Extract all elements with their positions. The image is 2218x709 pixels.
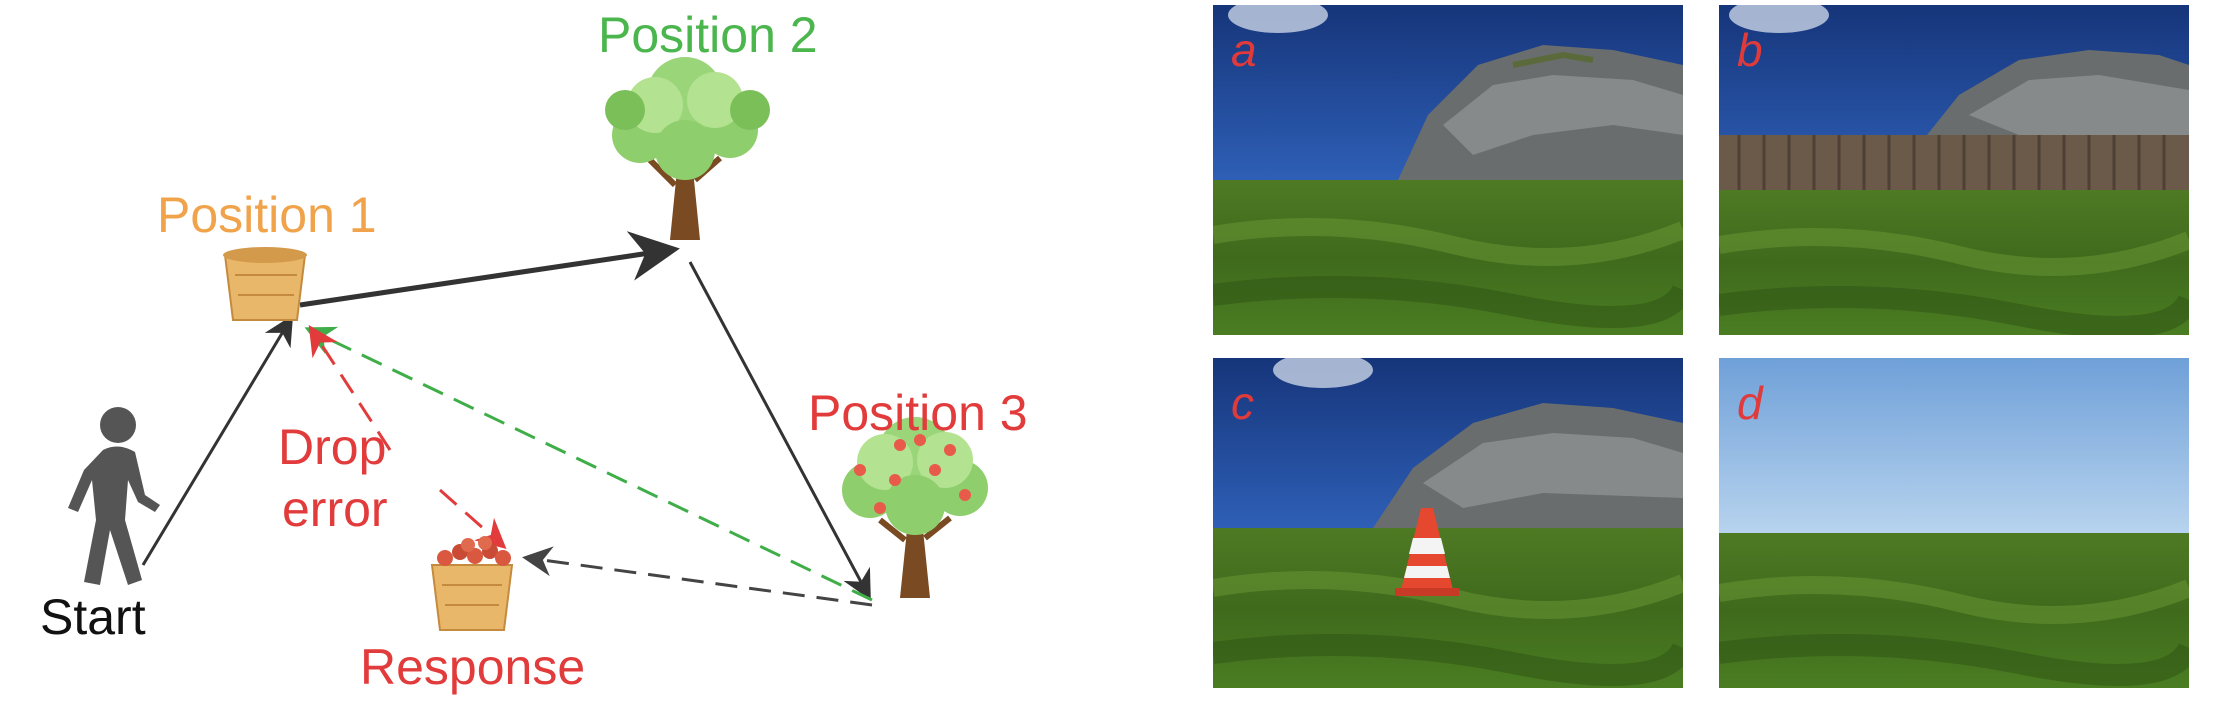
position3-label: Position 3	[808, 385, 1028, 441]
fruit-tree-icon	[842, 417, 988, 598]
navigation-diagram: Position 1 Position 2 Position 3 Drop er…	[40, 7, 1028, 695]
red-dashed-arrow-to-response	[439, 488, 507, 549]
scene-panel-a: a	[1213, 5, 1683, 335]
panel-a-label: a	[1231, 24, 1257, 76]
tree-icon	[605, 57, 770, 240]
drop-error-label-line1: Drop	[278, 419, 387, 475]
scene-panel-d: d	[1719, 358, 2189, 688]
path-position2-to-position3	[688, 261, 871, 601]
wooden-fence	[1719, 135, 2189, 190]
drop-error-label-line2: error	[282, 481, 388, 537]
response-label: Response	[360, 639, 586, 695]
position2-label: Position 2	[598, 7, 818, 63]
scene-panel-c: c	[1213, 358, 1683, 688]
start-label: Start	[40, 589, 146, 645]
scene-panel-b: b	[1719, 5, 2189, 335]
green-dashed-arrow	[304, 326, 873, 602]
panel-c-label: c	[1231, 377, 1254, 429]
gray-dashed-arrow	[522, 546, 873, 607]
basket-icon	[223, 247, 307, 321]
diagram-canvas	[68, 57, 988, 631]
path-start-to-position1	[141, 314, 294, 566]
position1-label: Position 1	[157, 187, 377, 243]
panel-d-label: d	[1737, 377, 1763, 429]
traffic-cone-icon	[1395, 508, 1459, 596]
walking-person-icon	[68, 407, 160, 585]
path-position1-to-position2	[299, 231, 680, 308]
fruit-basket-icon	[430, 536, 514, 631]
panel-b-label: b	[1737, 24, 1763, 76]
red-dashed-arrow-to-position1	[308, 324, 392, 451]
